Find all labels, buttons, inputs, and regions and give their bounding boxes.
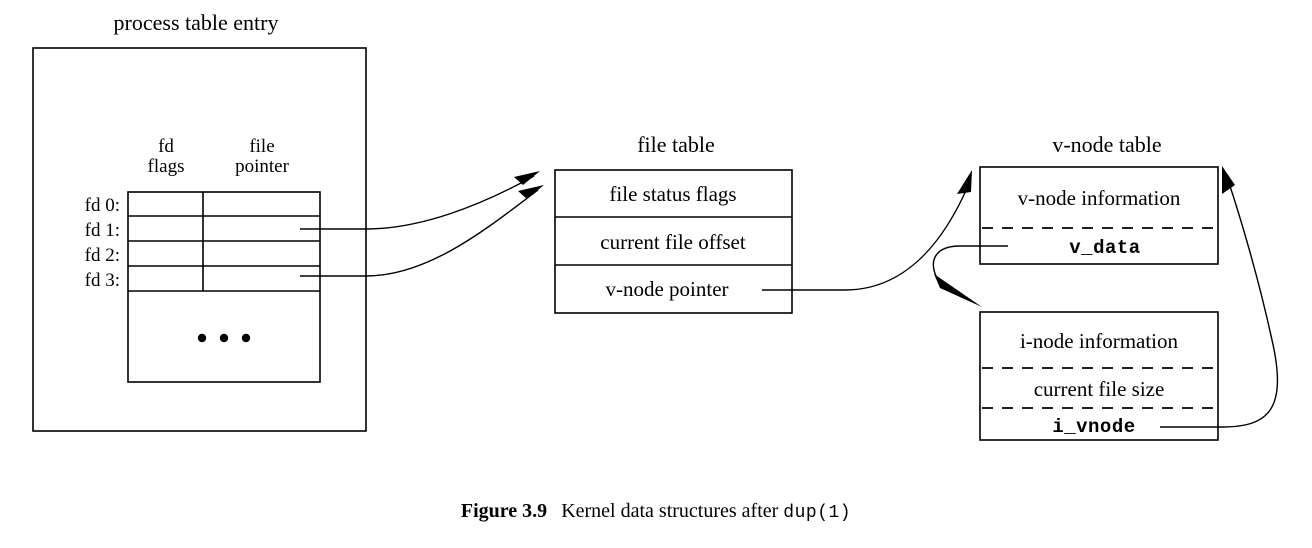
vnode-row-v-data: v_data bbox=[1069, 237, 1140, 259]
file-table-title: file table bbox=[637, 132, 715, 157]
inode-box bbox=[979, 311, 1219, 441]
fd-row-label-2: fd 2: bbox=[85, 245, 120, 266]
inode-row-i-vnode: i_vnode bbox=[1052, 416, 1135, 438]
file-table-box bbox=[554, 169, 793, 314]
vnode-pointer-to-vnode-table-connector bbox=[844, 185, 969, 291]
figure-caption-label: Figure 3.9 bbox=[460, 500, 548, 522]
vnode-table-title: v-node table bbox=[1052, 132, 1161, 157]
fd3-to-file-table-connector bbox=[365, 189, 539, 277]
process-table-title: process table entry bbox=[114, 10, 279, 35]
fd-row-label-0: fd 0: bbox=[85, 195, 120, 216]
i-vnode-to-vnode-connector bbox=[1221, 179, 1279, 428]
figure-caption-text: Kernel data structures after bbox=[561, 500, 779, 522]
fd3-to-file-table-arrowhead bbox=[518, 185, 544, 199]
i-vnode-to-vnode-arrowhead bbox=[1222, 166, 1235, 194]
file-pointer-header-line1: file bbox=[249, 136, 274, 157]
file-table-row-vnode-pointer: v-node pointer bbox=[605, 277, 728, 301]
fd-row-label-1: fd 1: bbox=[85, 220, 120, 241]
fd1-to-file-table-arrowhead bbox=[514, 171, 540, 185]
fd-flags-header-line2: flags bbox=[148, 156, 185, 177]
v-data-to-inode-connector bbox=[932, 245, 961, 281]
file-table-row-current-file-offset: current file offset bbox=[600, 230, 746, 254]
vnode-box bbox=[979, 166, 1219, 265]
fd-row-label-3: fd 3: bbox=[85, 270, 120, 291]
vnode-pointer-to-vnode-table-arrowhead bbox=[957, 170, 972, 194]
figure-caption: Figure 3.9 Kernel data structures after d… bbox=[0, 500, 1312, 523]
file-pointer-header-line2: pointer bbox=[235, 156, 289, 177]
figure-caption-code: dup(1) bbox=[783, 503, 852, 523]
fd-table-ellipsis bbox=[197, 333, 251, 343]
inode-row-current-file-size: current file size bbox=[1034, 377, 1165, 401]
v-data-to-inode-arrowhead bbox=[934, 274, 982, 307]
file-table-row-file-status-flags: file status flags bbox=[609, 182, 736, 206]
vnode-row-vnode-information: v-node information bbox=[1018, 186, 1181, 210]
inode-row-inode-information: i-node information bbox=[1020, 329, 1179, 353]
fd-flags-header-line1: fd bbox=[158, 136, 174, 157]
fd-table-box bbox=[127, 191, 321, 383]
fd1-to-file-table-connector bbox=[365, 175, 535, 230]
